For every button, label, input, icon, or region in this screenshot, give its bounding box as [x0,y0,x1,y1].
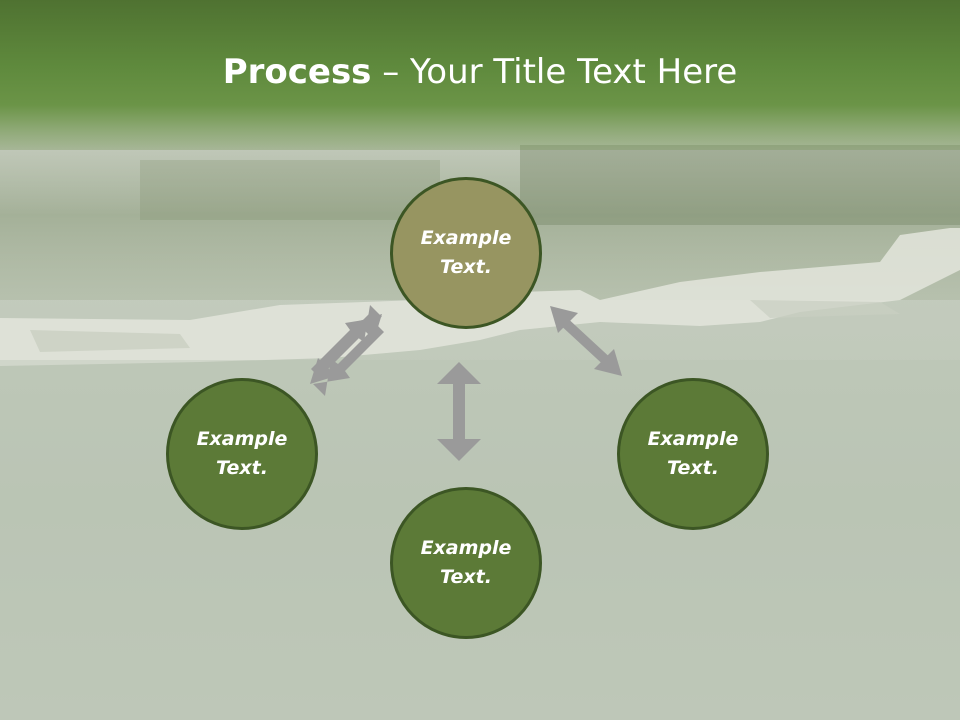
process-node-right: Example Text. [617,378,769,530]
title-bold: Process [222,52,372,92]
process-node-bottom: Example Text. [390,487,542,639]
node-bottom-label: Example Text. [420,537,512,588]
slide-title: Process – Your Title Text Here [0,52,960,92]
process-node-top: Example Text. [390,177,542,329]
title-rest: – Your Title Text Here [371,52,738,92]
arrow-top-left [310,305,384,396]
node-left-label: Example Text. [196,428,288,479]
arrow-vertical [437,362,481,461]
arrow-top-right [550,306,622,376]
process-node-left: Example Text. [166,378,318,530]
node-top-label: Example Text. [420,227,512,278]
node-right-label: Example Text. [647,428,739,479]
title-bar [0,0,960,150]
